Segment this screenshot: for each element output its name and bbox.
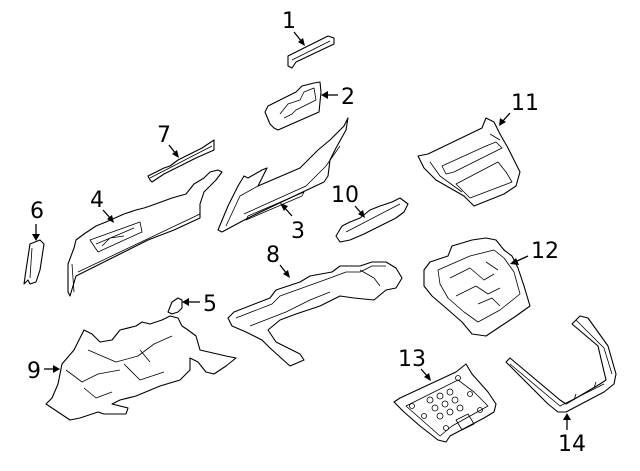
part-3[interactable] [217,117,349,233]
callout-7: 7 [157,123,179,158]
callout-11: 11 [499,91,539,126]
callout-label-4: 4 [90,188,104,213]
callout-label-7: 7 [157,123,171,148]
callout-8: 8 [266,243,290,278]
callout-6: 6 [30,199,44,241]
part-9[interactable] [45,315,237,421]
part-7[interactable] [147,139,215,183]
part-12[interactable] [423,237,531,337]
part-10[interactable] [335,197,409,243]
part-11[interactable] [417,117,521,207]
callout-label-14: 14 [558,432,586,457]
callout-label-11: 11 [511,91,539,116]
callout-1: 1 [282,9,305,46]
callout-label-6: 6 [30,199,44,224]
part-1[interactable] [287,35,335,69]
callout-9: 9 [27,359,60,384]
callout-4: 4 [90,188,114,223]
callout-label-9: 9 [27,359,41,384]
callout-3: 3 [280,203,305,244]
callout-label-3: 3 [291,219,305,244]
callout-5: 5 [182,292,217,317]
callout-label-5: 5 [203,292,217,317]
callout-14: 14 [558,413,586,457]
part-13[interactable] [393,363,497,443]
part-4[interactable] [67,169,223,297]
callout-label-1: 1 [282,9,296,34]
part-5[interactable] [167,297,183,315]
callout-label-10: 10 [331,183,359,208]
part-8[interactable] [227,261,403,367]
callout-10: 10 [331,183,365,218]
part-2[interactable] [264,81,322,131]
callout-label-2: 2 [341,85,355,110]
part-14[interactable] [505,315,617,413]
callout-label-8: 8 [266,243,280,268]
part-6[interactable] [23,239,45,285]
callout-13: 13 [398,347,431,381]
callout-12: 12 [510,239,559,265]
callout-label-13: 13 [398,347,426,372]
callout-2: 2 [321,85,355,110]
callout-label-12: 12 [531,239,559,264]
